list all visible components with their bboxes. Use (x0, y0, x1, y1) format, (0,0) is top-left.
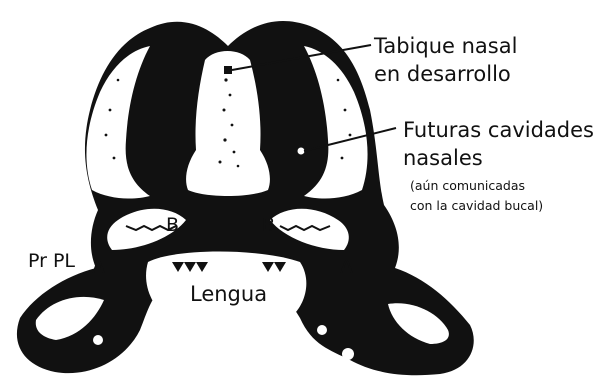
marker-b-right: B (262, 216, 275, 235)
marker-a-right: A (340, 258, 353, 277)
label-cavidades-note1: (aún comunicadas (410, 180, 525, 193)
septum-pointer-dot (224, 66, 232, 74)
label-lengua: Lengua (190, 284, 267, 305)
marker-b-left: B (166, 216, 179, 235)
label-tabique-line1: Tabique nasal (374, 36, 517, 57)
label-cavidades-line1: Futuras cavidades (403, 120, 594, 141)
label-tabique-line2: en desarrollo (374, 64, 511, 85)
bone-spot (317, 325, 327, 335)
label-cavidades-line2: nasales (403, 148, 483, 169)
bone-spot (342, 348, 354, 360)
marker-a-left: A (92, 258, 105, 277)
bone-spot (126, 348, 138, 360)
cavity-pointer-dot (298, 148, 305, 155)
label-prpl: Pr PL (28, 252, 75, 271)
label-cavidades-note2: con la cavidad bucal) (410, 200, 543, 213)
bone-spot (93, 335, 103, 345)
